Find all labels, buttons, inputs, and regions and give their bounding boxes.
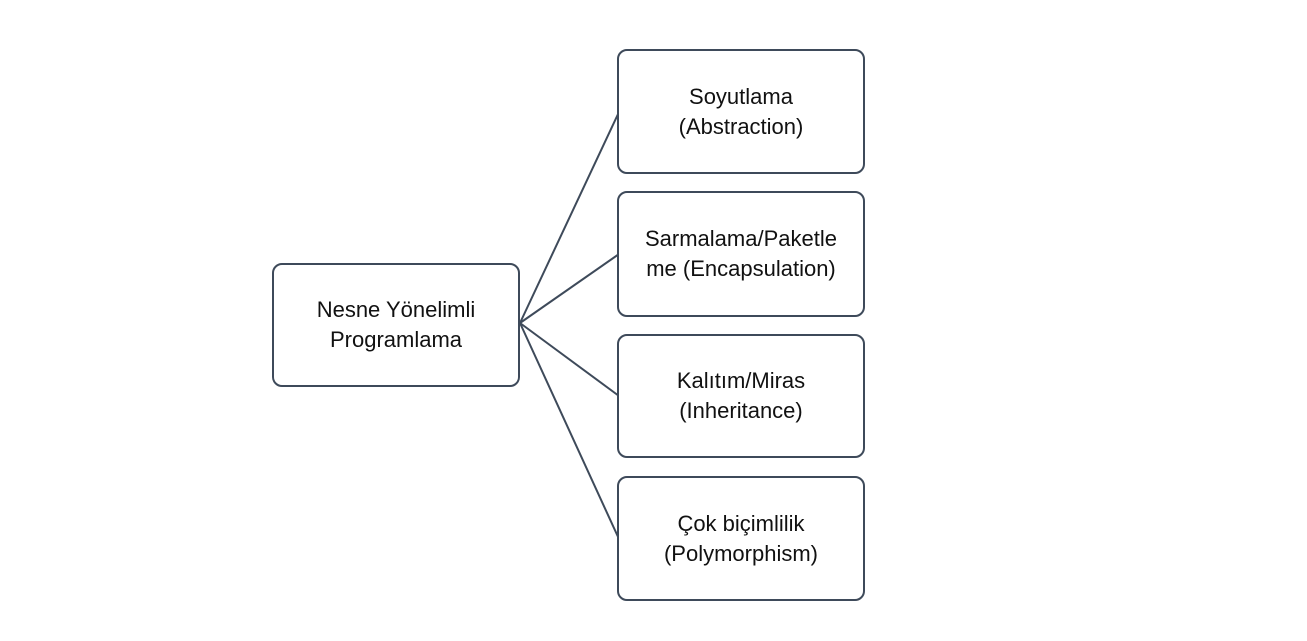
connector-root-to-abstraction <box>519 111 620 324</box>
root-node-oop: Nesne Yönelimli Programlama <box>272 263 520 387</box>
child-node-label: Sarmalama/Paketle me (Encapsulation) <box>645 226 837 281</box>
root-node-label: Nesne Yönelimli Programlama <box>316 297 476 352</box>
child-node-abstraction: Soyutlama (Abstraction) <box>617 49 865 174</box>
child-node-encapsulation: Sarmalama/Paketle me (Encapsulation) <box>617 191 865 317</box>
connector-root-to-encapsulation <box>519 253 620 324</box>
connector-root-to-inheritance <box>519 322 620 397</box>
connector-root-to-polymorphism <box>519 322 620 540</box>
child-node-label: Kalıtım/Miras (Inheritance) <box>676 368 806 423</box>
child-node-polymorphism: Çok biçimlilik (Polymorphism) <box>617 476 865 601</box>
child-node-label: Çok biçimlilik (Polymorphism) <box>663 510 819 566</box>
child-node-inheritance: Kalıtım/Miras (Inheritance) <box>617 334 865 458</box>
child-node-label: Soyutlama (Abstraction) <box>678 83 804 139</box>
